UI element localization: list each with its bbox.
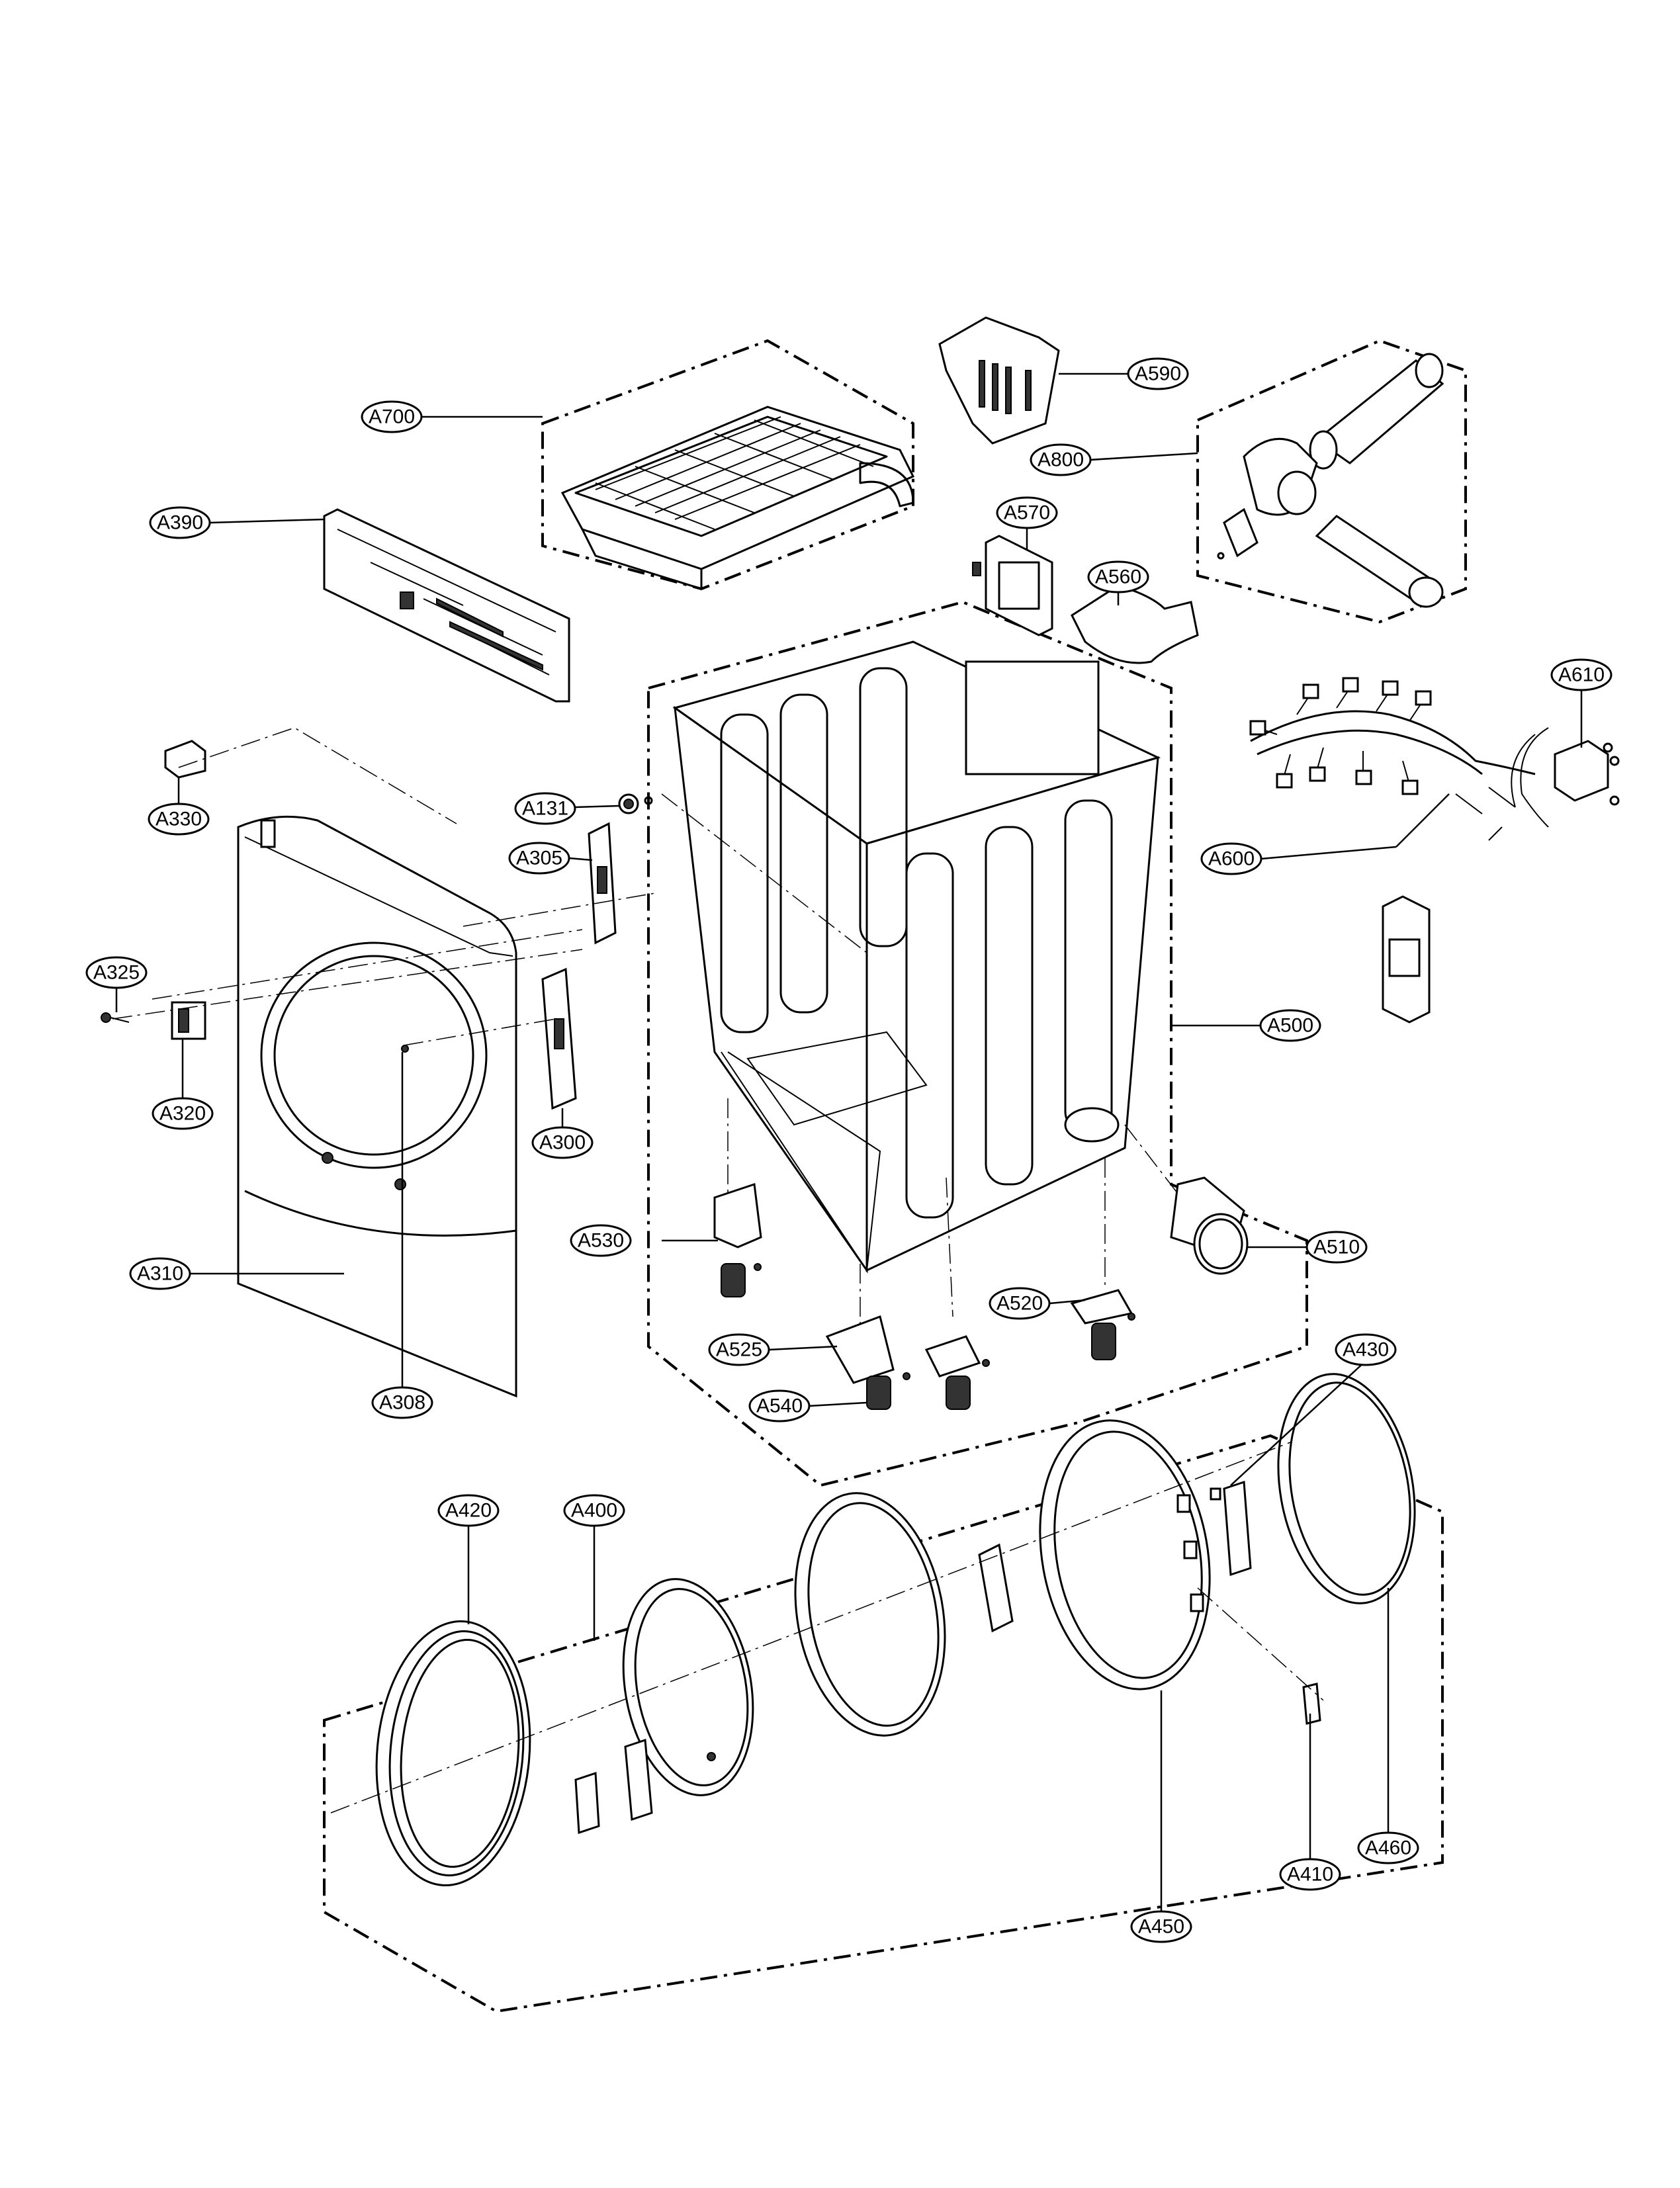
callout-text: A530 bbox=[578, 1230, 624, 1252]
callout-a420: A420 bbox=[437, 1494, 500, 1527]
door-switch-part bbox=[1382, 895, 1431, 1024]
callout-a460: A460 bbox=[1357, 1831, 1419, 1864]
latch-part bbox=[164, 740, 206, 779]
callout-text: A560 bbox=[1095, 566, 1141, 588]
callout-a330: A330 bbox=[148, 803, 210, 836]
callout-text: A308 bbox=[379, 1392, 425, 1414]
callout-a520: A520 bbox=[989, 1287, 1051, 1320]
callout-text: A420 bbox=[445, 1500, 492, 1522]
hinge-bracket-upper-part bbox=[588, 822, 617, 945]
callout-a310: A310 bbox=[129, 1257, 191, 1290]
cabinet-part bbox=[672, 640, 1161, 1274]
callout-text: A390 bbox=[157, 512, 203, 534]
callout-a430: A430 bbox=[1335, 1333, 1397, 1366]
callout-text: A430 bbox=[1343, 1339, 1389, 1361]
callout-text: A700 bbox=[369, 406, 415, 428]
door-outer-ring-part bbox=[375, 1620, 531, 1886]
callout-text: A510 bbox=[1313, 1237, 1360, 1258]
duct-cover-part bbox=[938, 316, 1060, 445]
door-glass-part bbox=[622, 1578, 754, 1796]
callout-a700: A700 bbox=[361, 400, 423, 433]
callout-a131: A131 bbox=[514, 792, 576, 825]
door-handle-parts bbox=[574, 1543, 1014, 1835]
duct-kit-part bbox=[1217, 353, 1444, 608]
assembly-lines bbox=[112, 727, 1192, 1330]
callout-a560: A560 bbox=[1087, 560, 1149, 593]
callout-text: A320 bbox=[159, 1103, 206, 1125]
callout-text: A520 bbox=[996, 1293, 1043, 1315]
sensor-board-part bbox=[1511, 727, 1620, 828]
callout-text: A400 bbox=[571, 1500, 617, 1522]
duct-kit-group-border bbox=[1196, 339, 1467, 624]
callout-text: A325 bbox=[93, 962, 140, 984]
door-group-border bbox=[323, 1434, 1444, 2013]
callout-text: A570 bbox=[1004, 502, 1050, 524]
callout-text: A305 bbox=[516, 848, 562, 869]
leader-lines bbox=[115, 372, 1583, 1912]
callout-text: A131 bbox=[522, 798, 568, 820]
door-gasket-part bbox=[1277, 1373, 1416, 1604]
front-panel-part bbox=[237, 815, 517, 1398]
callout-a500: A500 bbox=[1259, 1009, 1321, 1042]
door-hinge-parts bbox=[1176, 1480, 1321, 1725]
callout-a450: A450 bbox=[1130, 1910, 1192, 1943]
callout-a390: A390 bbox=[149, 506, 211, 539]
callout-a510: A510 bbox=[1305, 1231, 1368, 1264]
callout-text: A610 bbox=[1558, 664, 1605, 686]
callout-a610: A610 bbox=[1550, 658, 1613, 691]
dryer-rack-group-border bbox=[541, 339, 914, 591]
bracket-part bbox=[972, 535, 1053, 636]
callout-text: A500 bbox=[1267, 1015, 1313, 1037]
hinge-bracket-lower-part bbox=[541, 967, 577, 1110]
callout-a308: A308 bbox=[371, 1386, 433, 1419]
callout-text: A800 bbox=[1038, 449, 1084, 471]
callout-text: A600 bbox=[1208, 848, 1255, 870]
callout-text: A450 bbox=[1138, 1916, 1184, 1938]
callout-labels: A700 A590 A800 A390 A570 A560 A610 A600 … bbox=[85, 357, 1613, 1943]
callout-text: A300 bbox=[539, 1132, 586, 1154]
callout-a305: A305 bbox=[508, 842, 570, 875]
callout-a540: A540 bbox=[748, 1389, 811, 1422]
callout-text: A460 bbox=[1365, 1837, 1411, 1859]
screw-part bbox=[101, 1012, 130, 1023]
duct-part bbox=[1071, 584, 1199, 664]
door-inner-frame-part bbox=[1039, 1419, 1211, 1690]
callout-text: A330 bbox=[155, 809, 202, 830]
group-borders bbox=[323, 339, 1467, 2013]
callout-text: A540 bbox=[756, 1395, 803, 1417]
callout-a600: A600 bbox=[1200, 842, 1262, 875]
control-bracket-part bbox=[323, 508, 570, 703]
callout-text: A310 bbox=[137, 1263, 183, 1285]
callout-a400: A400 bbox=[563, 1494, 625, 1527]
callout-a570: A570 bbox=[996, 496, 1058, 529]
wire-harness-part bbox=[1249, 677, 1536, 841]
callout-a320: A320 bbox=[152, 1097, 214, 1130]
leveling-feet-parts bbox=[713, 1182, 1135, 1410]
door-inner-glass-part bbox=[794, 1492, 946, 1737]
callout-a300: A300 bbox=[531, 1126, 594, 1159]
callout-text: A410 bbox=[1287, 1864, 1333, 1886]
callout-text: A590 bbox=[1135, 363, 1181, 385]
fitting-part bbox=[618, 793, 653, 814]
callout-a800: A800 bbox=[1030, 443, 1092, 476]
callout-a530: A530 bbox=[570, 1224, 632, 1257]
drying-rack-part bbox=[560, 406, 915, 590]
callout-a410: A410 bbox=[1279, 1858, 1341, 1891]
callout-text: A525 bbox=[716, 1339, 762, 1361]
callout-a590: A590 bbox=[1127, 357, 1189, 390]
exhaust-duct-part bbox=[1170, 1176, 1249, 1275]
hinge-part bbox=[171, 1001, 206, 1040]
callout-a325: A325 bbox=[85, 956, 148, 989]
door-centerlines bbox=[330, 1442, 1324, 1814]
callout-a525: A525 bbox=[708, 1333, 770, 1366]
